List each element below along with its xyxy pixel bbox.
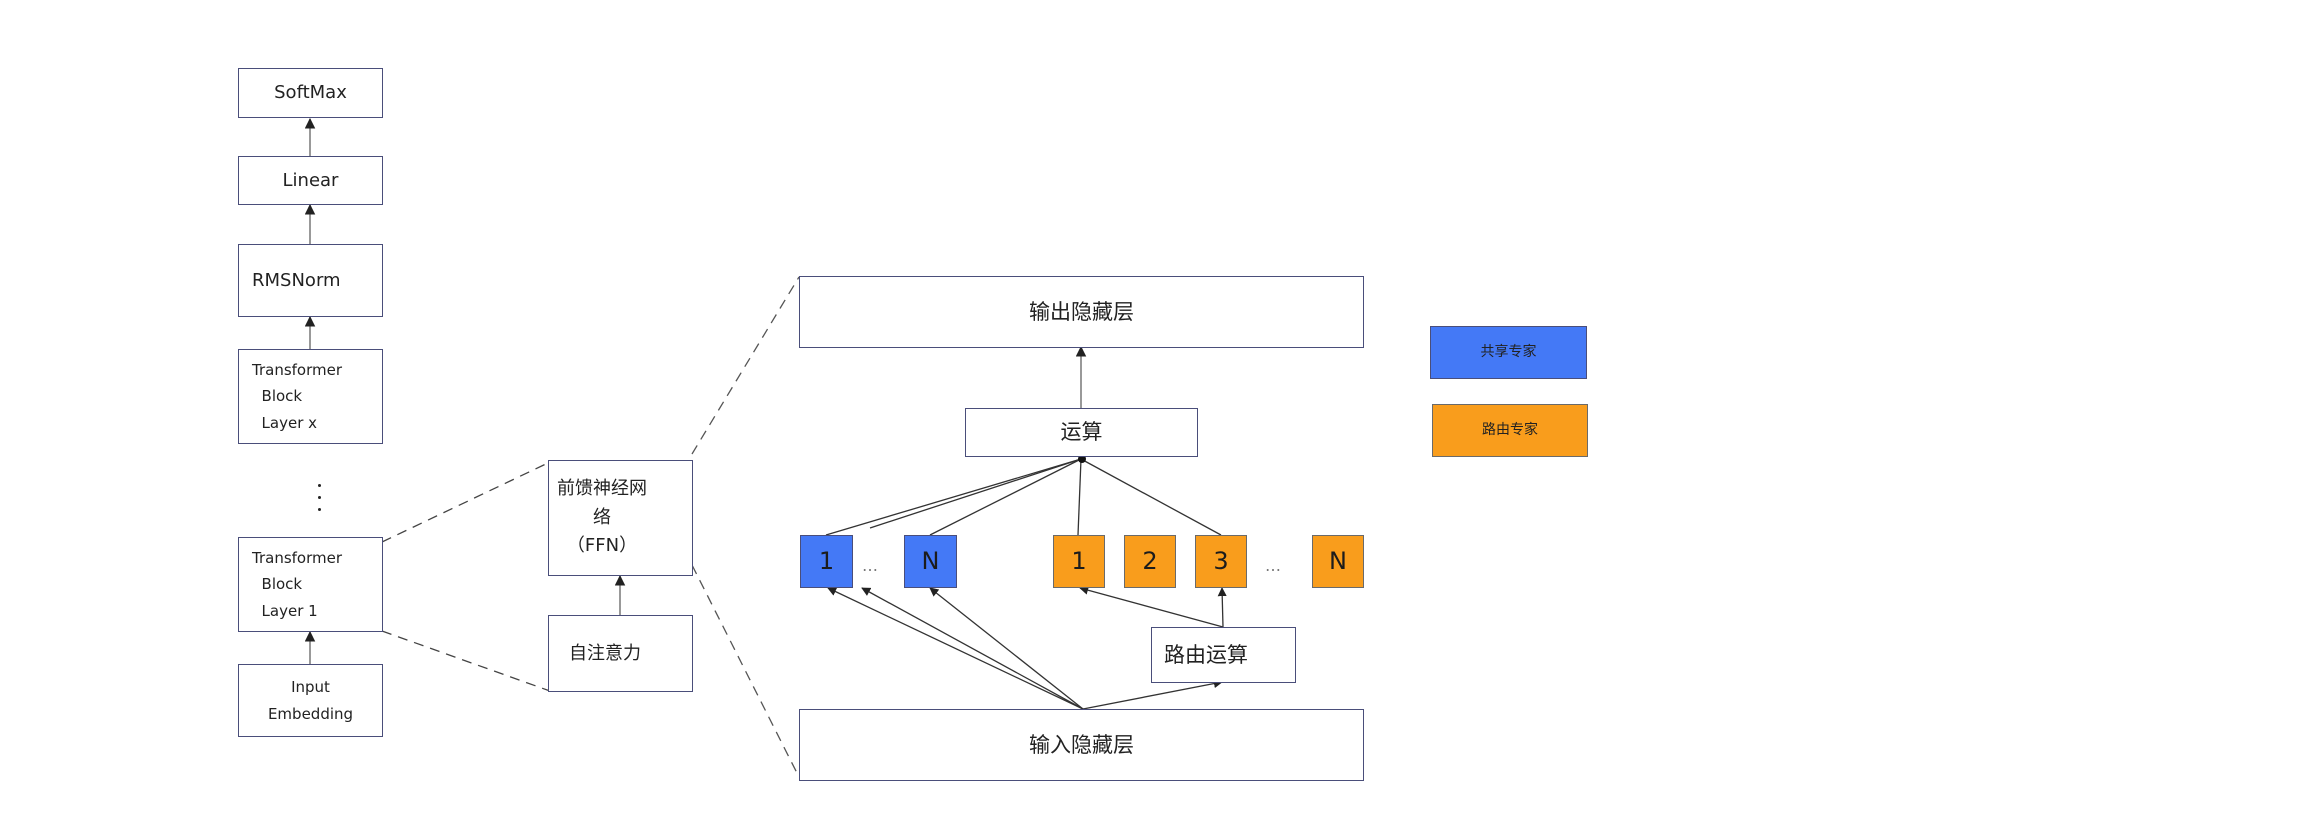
routed-expert-n: N [1312, 535, 1364, 588]
self-attention-box: 自注意力 [548, 615, 693, 692]
routed-expert-3: 3 [1195, 535, 1247, 588]
arrow-input-to-shared-mid [861, 587, 1084, 710]
linear-label: Linear [282, 169, 339, 191]
softmax-label: SoftMax [274, 82, 347, 104]
arrow-router-to-routed-1 [1079, 585, 1224, 628]
arrow-input-to-router [1082, 679, 1223, 710]
self-attention-label: 自注意力 [569, 642, 641, 664]
shared-expert-n-label: N [921, 546, 940, 575]
softmax-box: SoftMax [238, 68, 383, 118]
zoom-line-block-top [381, 461, 551, 543]
layers-ellipsis [318, 484, 322, 520]
transformer-block-layer-1: Transformer Block Layer 1 [238, 537, 383, 632]
routed-expert-1-label: 1 [1071, 546, 1087, 575]
shared-expert-n: N [904, 535, 957, 588]
compute-box: 运算 [965, 408, 1198, 457]
transformer-block-x-label: Transformer Block Layer x [252, 361, 343, 432]
linear-box: Linear [238, 156, 383, 205]
input-embedding-box: Input Embedding [238, 664, 383, 737]
routed-expert-3-label: 3 [1213, 546, 1229, 575]
routed-expert-2-label: 2 [1142, 546, 1158, 575]
output-hidden-layer-box: 输出隐藏层 [799, 276, 1364, 348]
legend-shared-label: 共享专家 [1480, 343, 1537, 360]
zoom-line-block-bottom [381, 630, 551, 692]
arrow-input-to-shared-n [929, 587, 1084, 710]
input-hidden-layer-label: 输入隐藏层 [1029, 732, 1134, 757]
router-box: 路由运算 [1151, 627, 1296, 683]
input-hidden-layer-box: 输入隐藏层 [799, 709, 1364, 781]
rmsnorm-box: RMSNorm [238, 244, 383, 317]
shared-expert-1-label: 1 [818, 546, 835, 575]
routed-expert-1: 1 [1053, 535, 1105, 588]
legend-shared-experts: 共享专家 [1430, 326, 1587, 379]
zoom-line-ffn-top [691, 276, 800, 455]
arrow-input-to-shared-1 [827, 587, 1084, 710]
compute-junction [1078, 455, 1086, 463]
shared-experts-ellipsis: … [862, 556, 880, 575]
router-label: 路由运算 [1164, 642, 1248, 667]
legend-routed-label: 路由专家 [1482, 421, 1538, 438]
expert-to-compute-lines [825, 458, 1222, 536]
rmsnorm-label: RMSNorm [252, 269, 341, 291]
zoom-line-ffn-bottom [691, 564, 800, 778]
routed-experts-ellipsis: … [1265, 556, 1283, 575]
compute-label: 运算 [1060, 420, 1103, 445]
arrow-router-to-routed-3 [1217, 587, 1227, 628]
transformer-block-1-label: Transformer Block Layer 1 [252, 549, 343, 620]
ffn-label: 前馈神经网 络 （FFN） [557, 477, 647, 557]
ffn-box: 前馈神经网 络 （FFN） [548, 460, 693, 576]
input-embedding-label: Input Embedding [267, 678, 354, 723]
routed-expert-2: 2 [1124, 535, 1176, 588]
routed-expert-n-label: N [1329, 546, 1347, 575]
transformer-block-layer-x: Transformer Block Layer x [238, 349, 383, 444]
shared-expert-1: 1 [800, 535, 853, 588]
legend-routed-experts: 路由专家 [1432, 404, 1588, 457]
output-hidden-layer-label: 输出隐藏层 [1029, 299, 1134, 324]
